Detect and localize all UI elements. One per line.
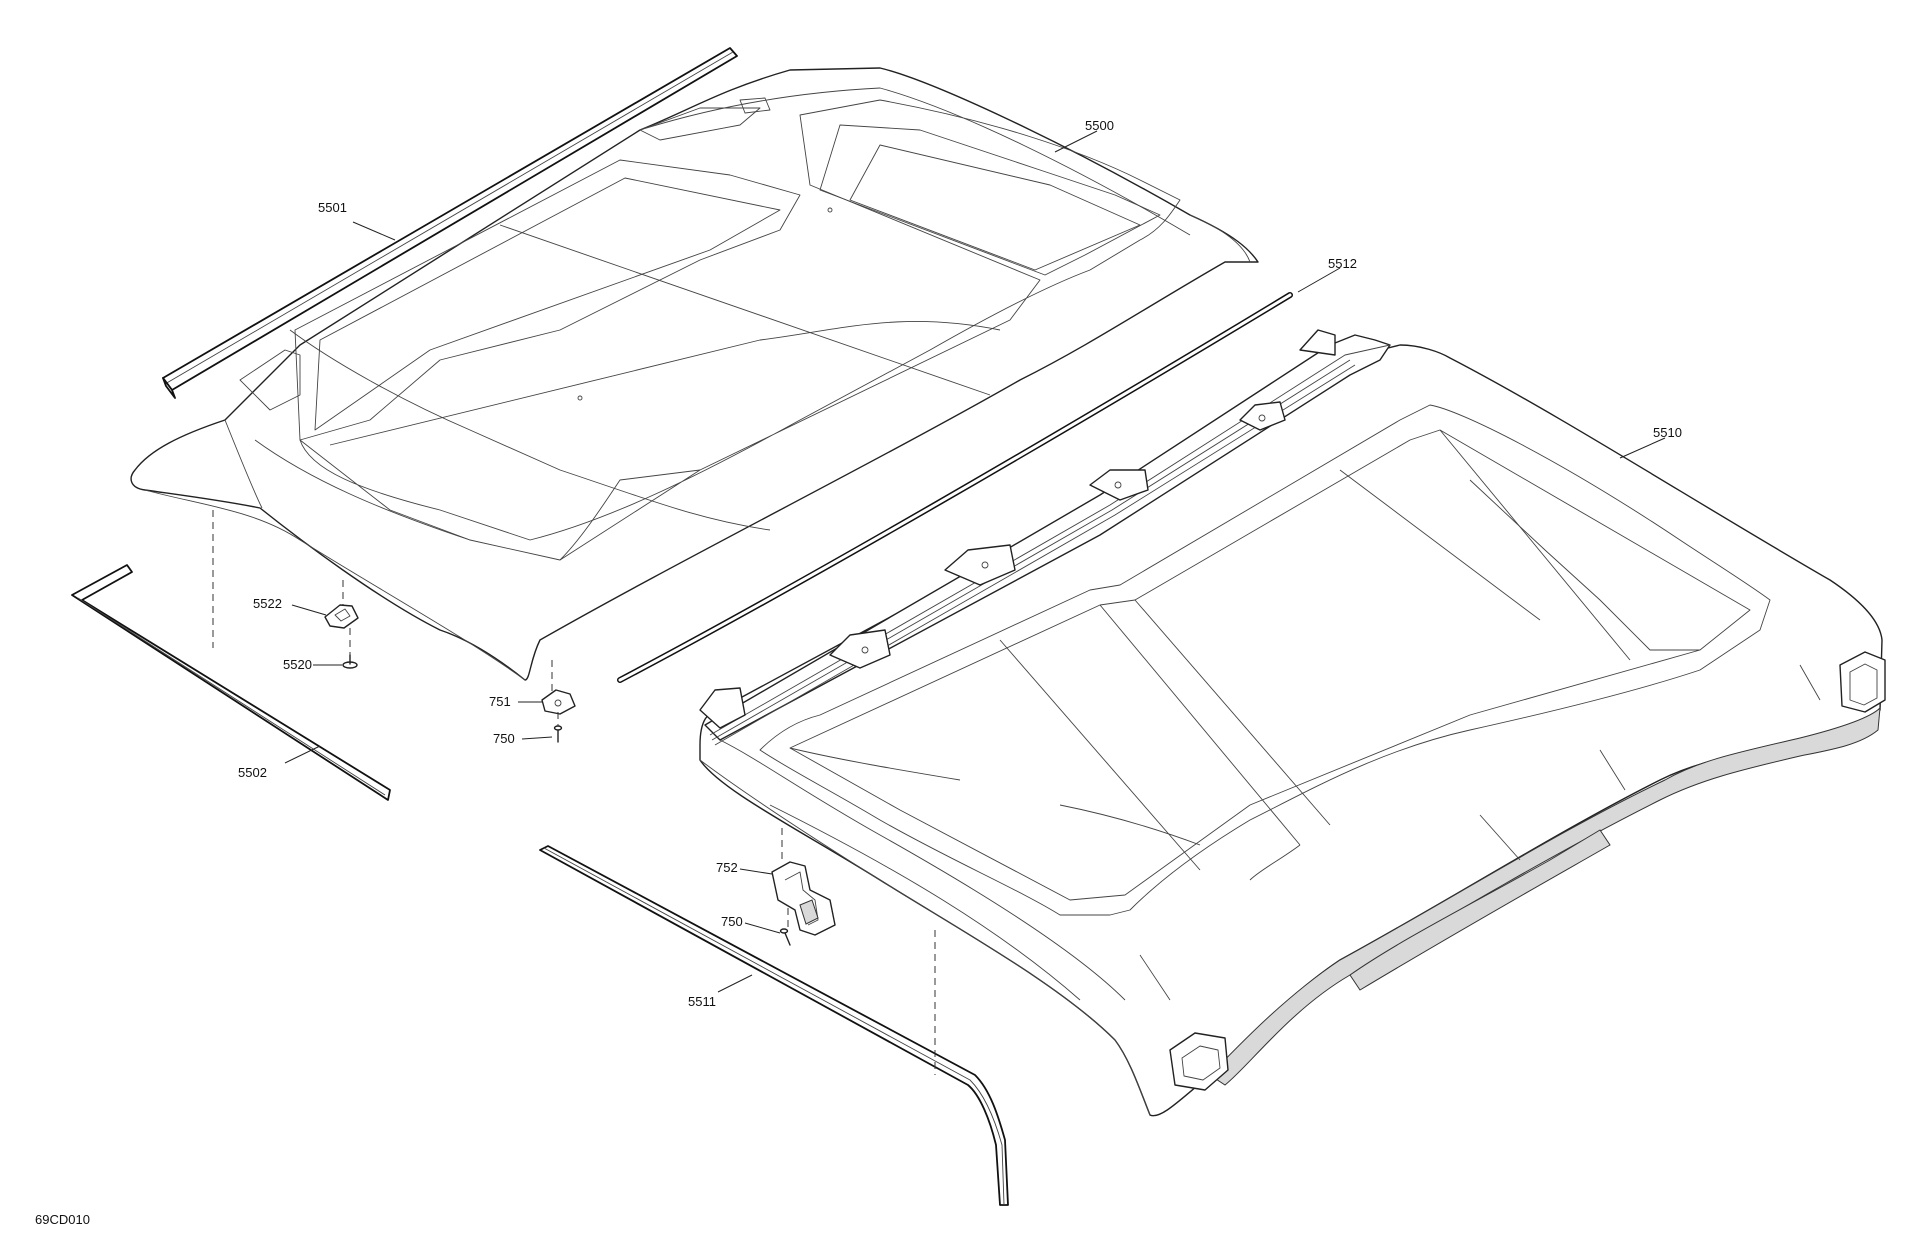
callout-752: 752 — [716, 860, 738, 875]
screw-750-front — [553, 725, 563, 743]
seal-5501 — [162, 47, 738, 399]
callout-750-front: 750 — [493, 731, 515, 746]
document-id: 69CD010 — [35, 1212, 90, 1227]
bracket-752 — [771, 861, 836, 936]
leader-lines — [284, 130, 1666, 993]
callout-750-rear: 750 — [721, 914, 743, 929]
seal-5502 — [71, 564, 391, 801]
seal-5512 — [617, 292, 1293, 683]
nut-plate-751 — [541, 689, 576, 715]
rear-roof-panel — [699, 329, 1886, 1117]
callout-5522: 5522 — [253, 596, 282, 611]
callout-labels: 5501 5500 5512 5510 5522 5520 751 750 55… — [238, 118, 1682, 1009]
seal-5511 — [539, 845, 1009, 1206]
screw-750-rear — [779, 928, 791, 946]
callout-5500: 5500 — [1085, 118, 1114, 133]
rivet-5520 — [342, 654, 358, 669]
callout-5502: 5502 — [238, 765, 267, 780]
clip-5522 — [324, 604, 359, 629]
alignment-lines — [212, 510, 936, 1075]
front-roof-panel — [130, 67, 1259, 681]
callout-5520: 5520 — [283, 657, 312, 672]
callout-5512: 5512 — [1328, 256, 1357, 271]
callout-751: 751 — [489, 694, 511, 709]
callout-5501: 5501 — [318, 200, 347, 215]
callout-5511: 5511 — [688, 994, 716, 1009]
callout-5510: 5510 — [1653, 425, 1682, 440]
